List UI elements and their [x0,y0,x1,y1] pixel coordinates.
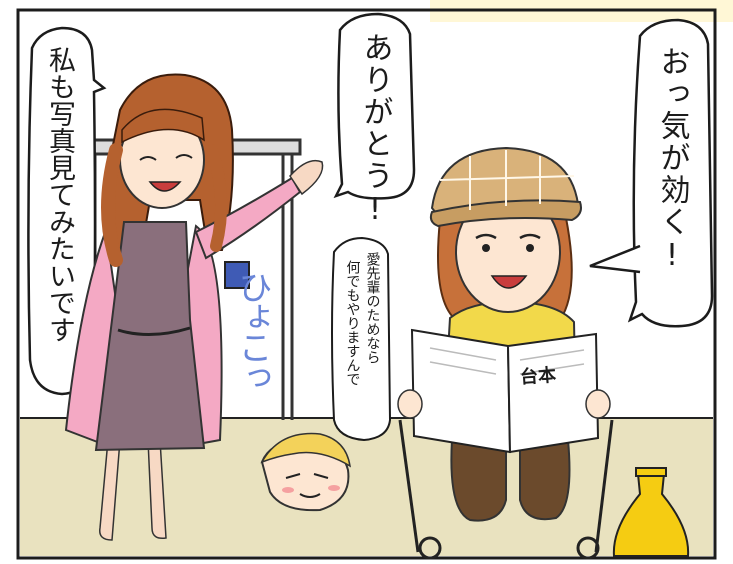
sound-effect-text: ひょこっ [232,270,272,390]
wheelchair [398,419,614,560]
speech-text-small-line2: 何でもやりますんで [344,260,361,386]
speech-bubble-small [331,236,392,442]
yellow-bottle [612,467,690,557]
speech-text-small-line1: 愛先輩のためなら [364,252,381,364]
speech-text-center: ありがとう! [357,32,393,229]
speech-bubble-center [333,12,416,200]
peeking-guy-character [260,432,351,512]
speech-text-right: おっ気が効く! [654,46,690,275]
script-title: 台本 [519,364,557,389]
speech-bubble-right [589,18,714,328]
panel-border [16,8,717,560]
speech-text-left: 私も写真見てみたいです [44,46,76,343]
woman-character [64,73,324,541]
hat-person-character [397,146,611,522]
